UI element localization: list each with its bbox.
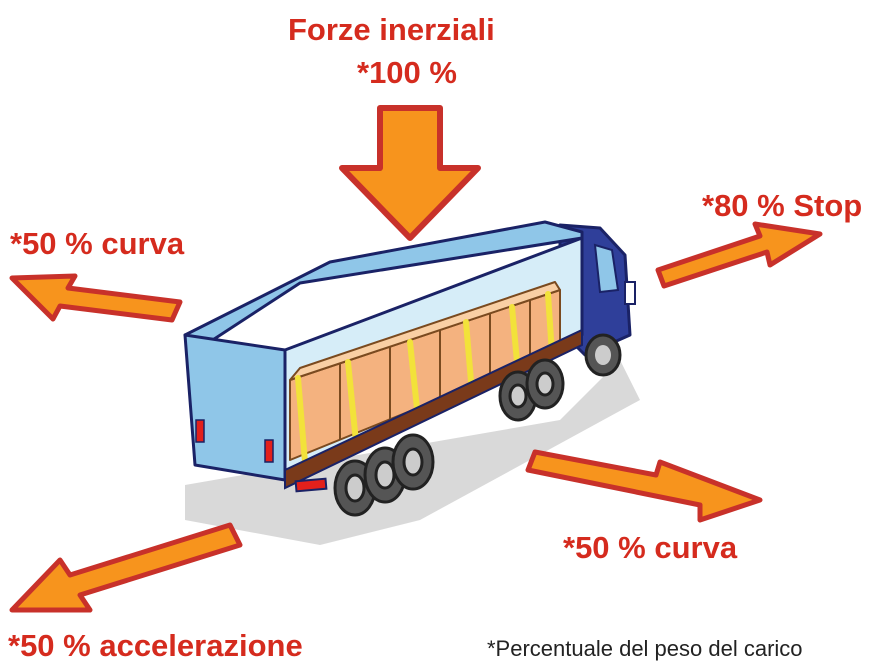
trailer-roof	[183, 220, 584, 347]
arrow-acceleration-icon	[9, 522, 243, 613]
rear-bumper	[294, 477, 328, 493]
label-50-curva-right: *50 % curva	[563, 530, 738, 565]
footnote: *Percentuale del peso del carico	[487, 636, 803, 661]
arrow-right-curve-icon	[525, 449, 763, 523]
rear-light-right	[264, 439, 274, 463]
arrow-left-curve-icon	[9, 273, 183, 323]
arrow-down-icon	[339, 105, 481, 241]
arrow-stop-icon	[655, 221, 823, 289]
label-100-percent: *100 %	[357, 55, 457, 90]
trailer-wheels	[333, 358, 565, 517]
rear-light-left	[195, 419, 205, 443]
label-80-stop: *80 % Stop	[702, 188, 863, 223]
label-50-accelerazione: *50 % accelerazione	[8, 628, 303, 663]
label-50-curva-left: *50 % curva	[10, 226, 185, 261]
trailer-floor	[284, 328, 583, 490]
title-forze-inerziali: Forze inerziali	[288, 12, 495, 47]
